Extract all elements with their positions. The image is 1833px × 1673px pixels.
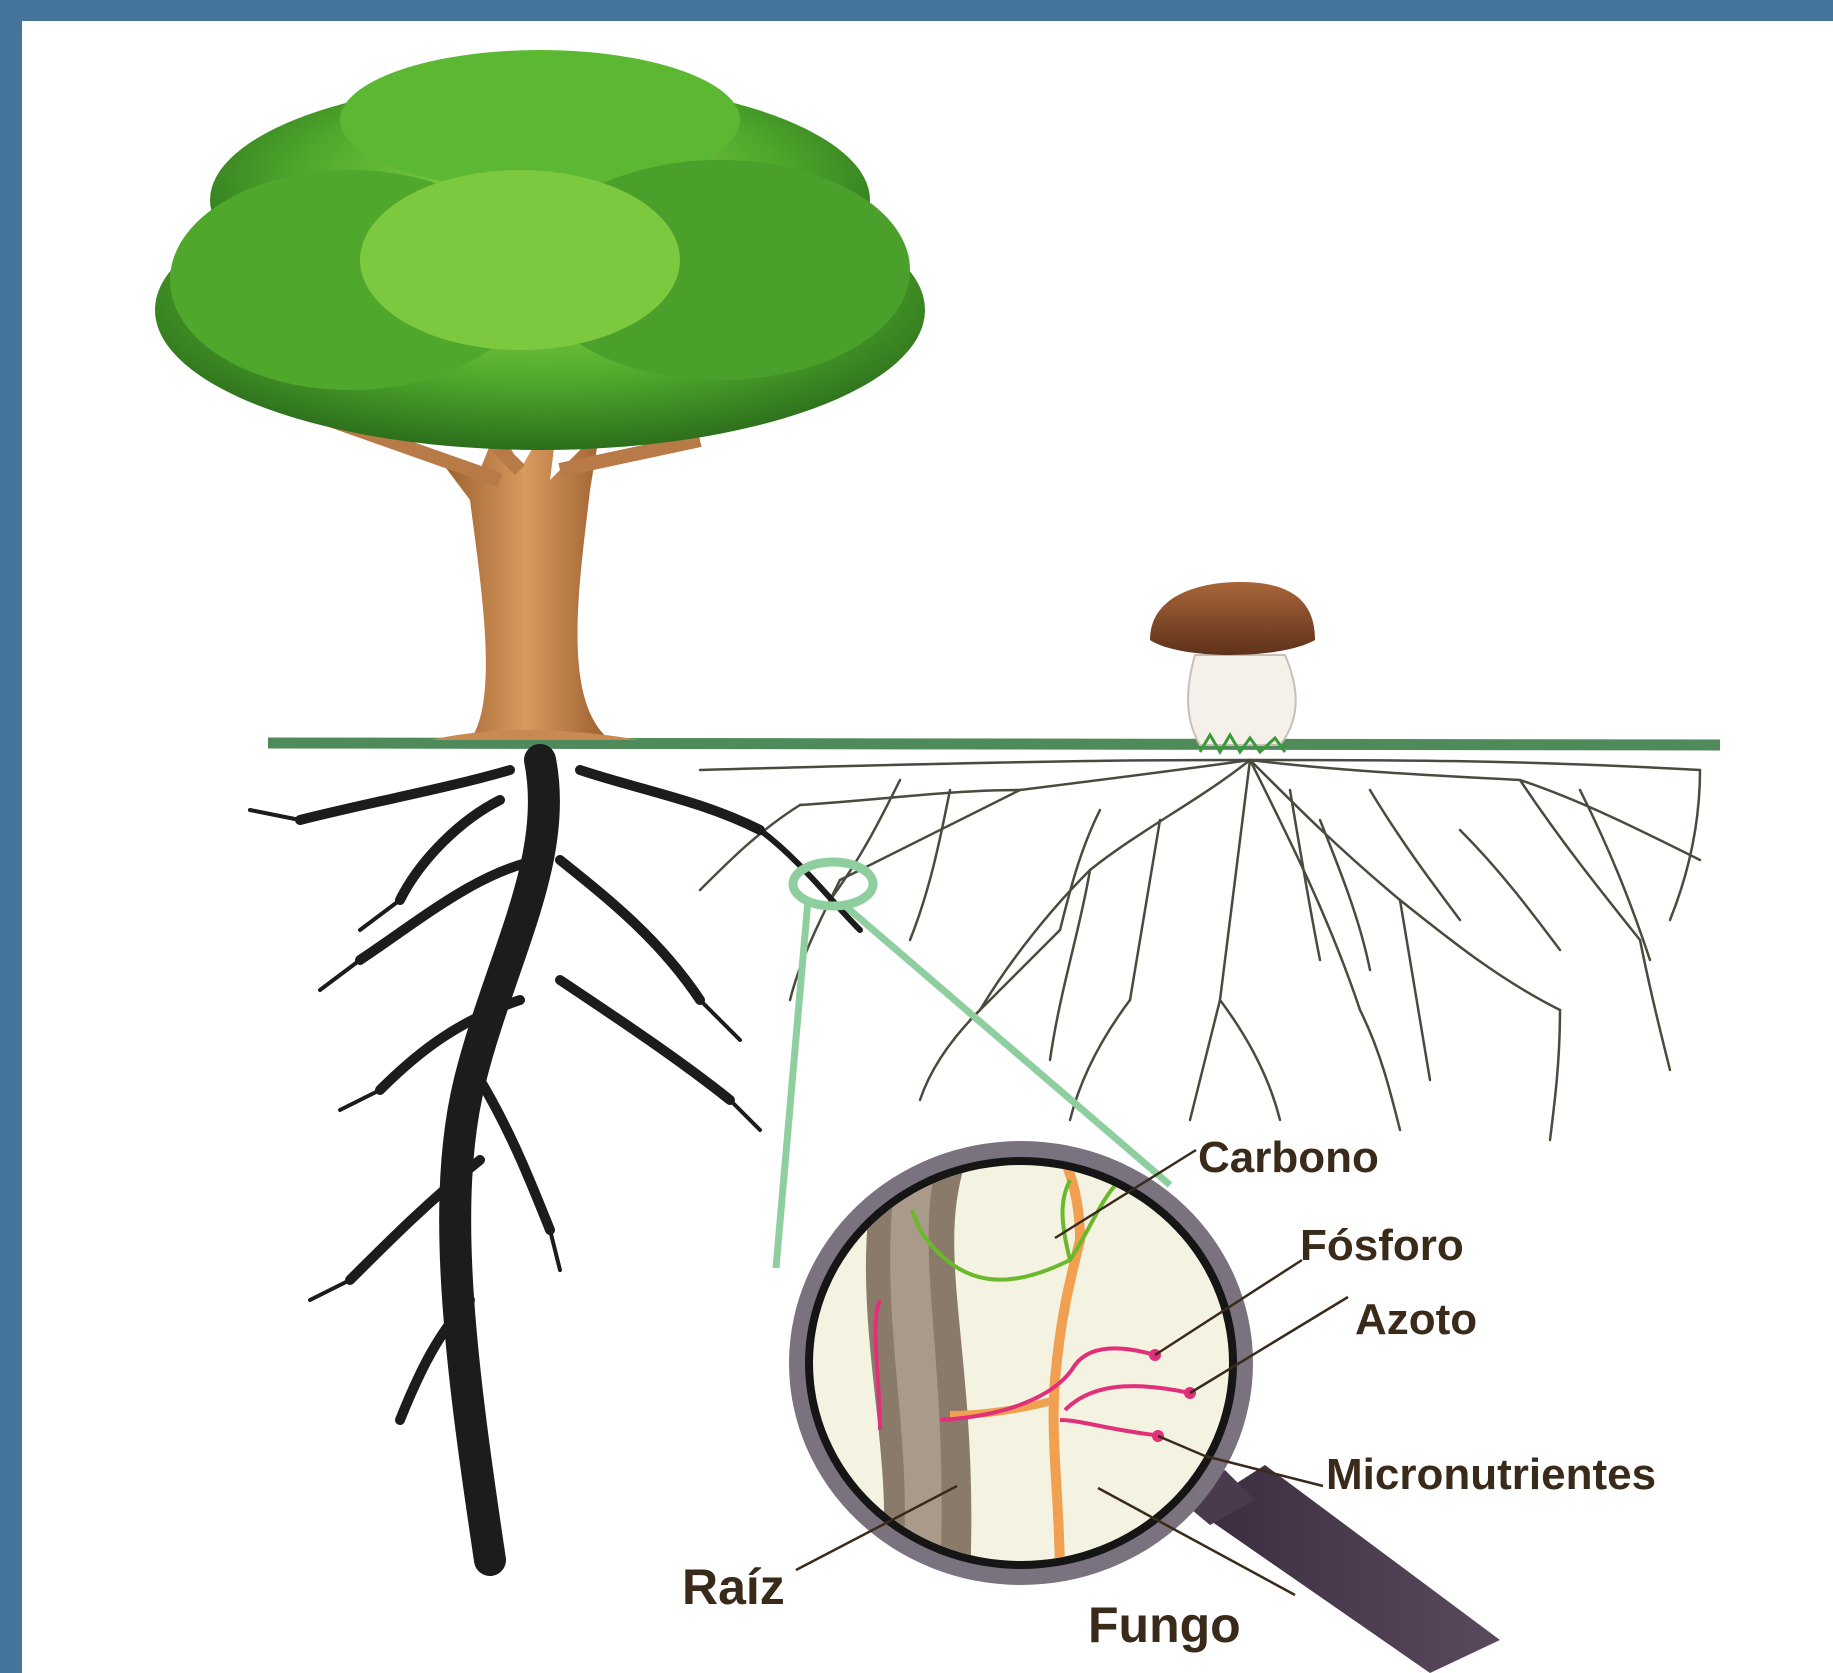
tree-icon bbox=[155, 50, 925, 740]
label-fungo: Fungo bbox=[1088, 1597, 1241, 1653]
label-micronutrientes: Micronutrientes bbox=[1326, 1450, 1656, 1499]
label-raiz: Raíz bbox=[682, 1559, 785, 1615]
label-fosforo: Fósforo bbox=[1300, 1221, 1464, 1270]
mycelium-network bbox=[700, 760, 1700, 1140]
tree-roots bbox=[250, 760, 860, 1560]
mushroom-icon bbox=[1150, 582, 1315, 752]
ground-line bbox=[268, 743, 1720, 745]
label-azoto: Azoto bbox=[1355, 1295, 1477, 1344]
label-carbono: Carbono bbox=[1198, 1133, 1379, 1182]
